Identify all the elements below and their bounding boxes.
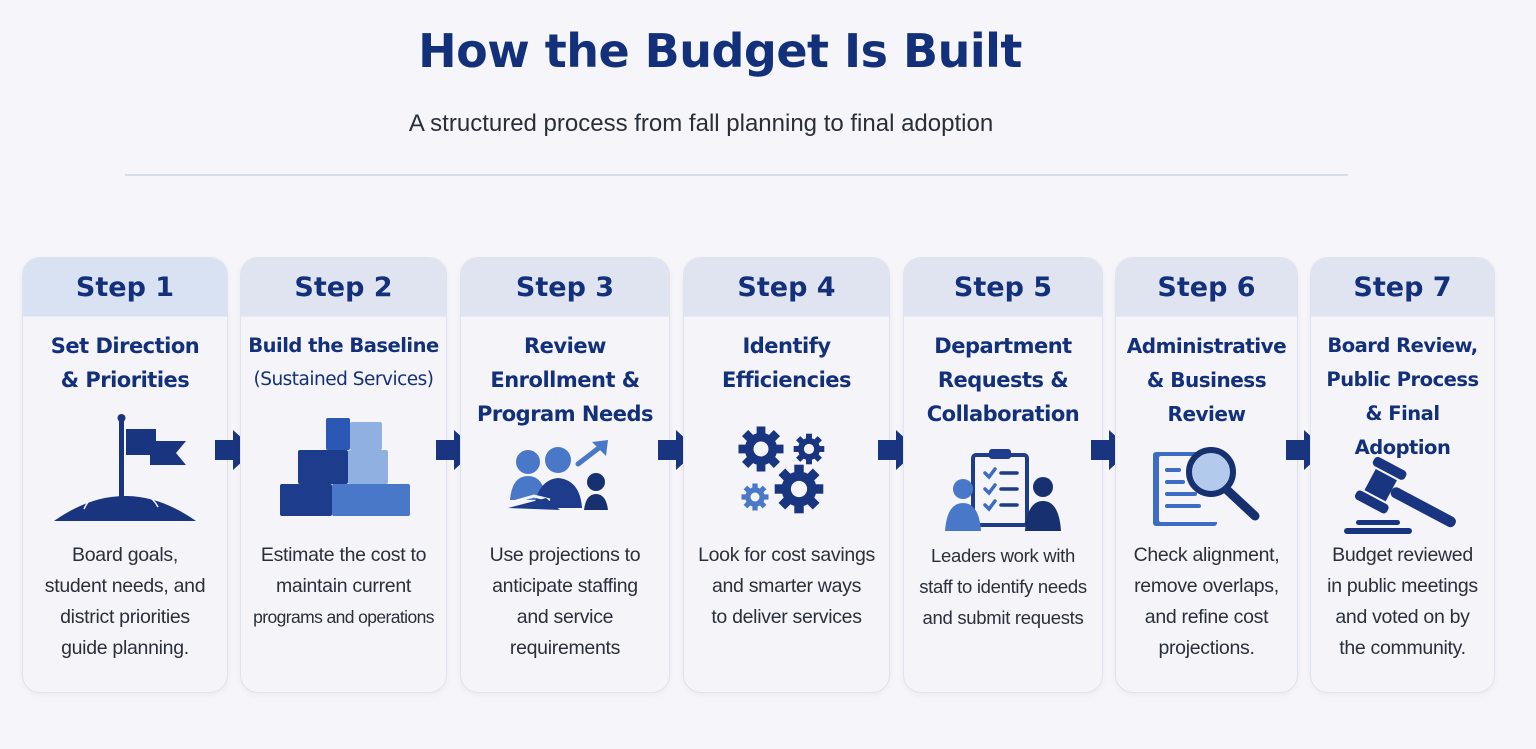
- step-name-line: & Business: [1146, 368, 1267, 392]
- step-description: Use projections to anticipate staffing a…: [461, 540, 669, 664]
- step-description: Leaders work with staff to identify need…: [904, 540, 1102, 633]
- step-label: Step 4: [684, 258, 889, 317]
- gavel-icon: [1311, 436, 1494, 556]
- document-magnifier-icon: [1116, 426, 1297, 546]
- desc-line: remove overlaps,: [1134, 575, 1279, 597]
- desc-line: staff to identify needs: [919, 576, 1087, 597]
- desc-line: and service: [516, 606, 614, 628]
- desc-line: maintain current: [275, 575, 411, 597]
- step-card-1: Step 1 Set Direction & Priorities Board …: [22, 257, 228, 693]
- desc-line: and submit requests: [922, 607, 1084, 628]
- step-name-line: Department: [934, 334, 1072, 358]
- step-name-line: Enrollment &: [490, 368, 640, 392]
- desc-line: to deliver services: [711, 606, 862, 628]
- step-name: Review Enrollment & Program Needs: [461, 329, 669, 433]
- step-card-5: Step 5 Department Requests & Collaborati…: [903, 257, 1103, 693]
- arrow-right-icon: [658, 430, 698, 470]
- desc-line: and smarter ways: [711, 575, 862, 597]
- step-label: Step 2: [241, 258, 446, 317]
- desc-line: Leaders work with: [931, 545, 1075, 566]
- desc-line: Check alignment,: [1133, 544, 1280, 566]
- step-card-7: Step 7 Board Review, Public Process & Fi…: [1310, 257, 1495, 693]
- arrow-right-icon: [215, 430, 255, 470]
- step-card-6: Step 6 Administrative & Business Review …: [1115, 257, 1298, 693]
- people-growth-icon: [461, 418, 669, 538]
- arrow-right-icon: [878, 430, 918, 470]
- page-title: How the Budget Is Built: [418, 24, 1022, 78]
- step-description: Budget reviewed in public meetings and v…: [1311, 540, 1494, 664]
- desc-line: the community.: [1339, 637, 1466, 659]
- step-name-line: Collaboration: [926, 402, 1080, 426]
- gears-icon: [684, 413, 889, 533]
- page-subtitle: A structured process from fall planning …: [408, 110, 994, 137]
- step-label: Step 3: [461, 258, 669, 317]
- step-name: Identify Efficiencies: [684, 329, 889, 433]
- desc-line: Use projections to: [489, 544, 641, 566]
- flag-on-hill-icon: [23, 408, 227, 528]
- desc-line: projections.: [1158, 637, 1255, 659]
- desc-line: requirements: [509, 637, 621, 659]
- step-card-3: Step 3 Review Enrollment & Program Needs…: [460, 257, 670, 693]
- step-name: Board Review, Public Process & Final Ado…: [1311, 329, 1494, 459]
- desc-line: Budget reviewed: [1332, 544, 1473, 566]
- desc-line: Board goals,: [72, 544, 178, 566]
- step-label: Step 6: [1116, 258, 1297, 317]
- desc-line: Estimate the cost to: [260, 544, 427, 566]
- step-name-line: Public Process: [1326, 368, 1479, 391]
- step-name-line: Requests &: [937, 368, 1069, 392]
- desc-line: guide planning.: [61, 637, 189, 659]
- step-label: Step 1: [23, 258, 227, 317]
- step-name-line: (Sustained Services): [253, 369, 434, 390]
- stacked-blocks-icon: [241, 408, 446, 528]
- arrow-right-icon: [436, 430, 476, 470]
- step-name-line: & Final Adoption: [1354, 402, 1451, 459]
- step-name-line: Program Needs: [476, 402, 654, 426]
- clipboard-people-icon: [904, 430, 1102, 550]
- desc-line: programs and operations: [253, 607, 434, 627]
- step-card-2: Step 2 Build the Baseline (Sustained Ser…: [240, 257, 447, 693]
- desc-line: anticipate staffing: [492, 575, 638, 597]
- desc-line: student needs, and: [44, 575, 206, 597]
- step-name-line: Administrative: [1126, 334, 1287, 358]
- desc-line: and voted on by: [1335, 606, 1470, 628]
- arrow-right-icon: [1286, 430, 1326, 470]
- step-name-line: Review: [524, 334, 606, 358]
- step-description: Estimate the cost to maintain current pr…: [241, 540, 446, 633]
- step-name-line: & Priorities: [60, 368, 190, 392]
- desc-line: district priorities: [60, 606, 190, 628]
- step-name-line: Build the Baseline: [248, 334, 439, 357]
- header-divider: [125, 174, 1348, 176]
- step-card-4: Step 4 Identify Efficiencies: [683, 257, 890, 693]
- step-description: Look for cost savings and smarter ways t…: [684, 540, 889, 633]
- desc-line: in public meetings: [1327, 575, 1478, 597]
- step-name-line: Set Direction: [50, 334, 200, 358]
- step-name: Department Requests & Collaboration: [904, 329, 1102, 433]
- step-name-line: Efficiencies: [721, 368, 852, 392]
- step-label: Step 7: [1311, 258, 1494, 317]
- step-name: Administrative & Business Review: [1116, 329, 1297, 433]
- desc-line: and refine cost: [1144, 606, 1269, 628]
- step-name-line: Board Review,: [1327, 334, 1478, 357]
- step-name-line: Review: [1167, 402, 1246, 426]
- step-description: Board goals, student needs, and district…: [23, 540, 227, 664]
- desc-line: Look for cost savings: [698, 544, 875, 566]
- step-description: Check alignment, remove overlaps, and re…: [1116, 540, 1297, 664]
- step-name: Set Direction & Priorities: [23, 329, 227, 433]
- step-name-line: Identify: [742, 334, 831, 358]
- arrow-right-icon: [1091, 430, 1131, 470]
- step-label: Step 5: [904, 258, 1102, 317]
- step-name: Build the Baseline (Sustained Services): [241, 329, 446, 433]
